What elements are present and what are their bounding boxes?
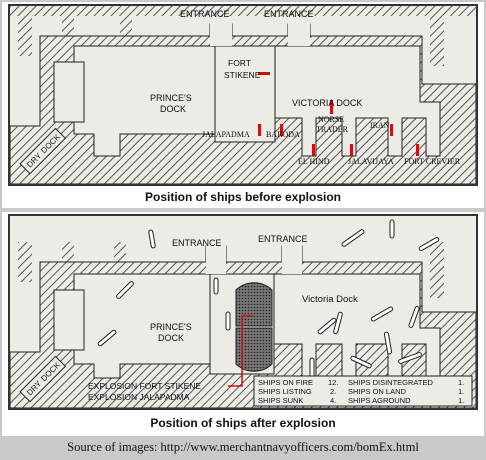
ship bbox=[213, 277, 219, 295]
label-fort-stikene-1: FORT bbox=[228, 58, 251, 68]
legend-value-sunk: 4. bbox=[330, 396, 336, 405]
label-baroda: BARODA bbox=[266, 130, 300, 139]
legend-value-on-land: 1. bbox=[458, 387, 464, 396]
bottom-panel: ENTRANCE ENTRANCE Victoria Dock PRINCE'S… bbox=[2, 212, 484, 436]
legend-value-fire: 12. bbox=[328, 378, 338, 387]
explosion-crater-north bbox=[235, 282, 273, 327]
ship bbox=[350, 355, 372, 369]
ship-el-hind-marker bbox=[312, 144, 315, 156]
ship bbox=[418, 237, 440, 251]
ship-fort-crevier-marker bbox=[416, 144, 419, 156]
ship-jalavijaya-marker bbox=[350, 144, 353, 156]
ship bbox=[333, 311, 343, 335]
north-pier-right bbox=[430, 14, 444, 66]
ship bbox=[398, 352, 422, 364]
label-entrance-left: ENTRANCE bbox=[172, 238, 222, 248]
ship bbox=[389, 219, 395, 239]
scattered-ships bbox=[97, 219, 440, 379]
label-norse-trader-1: NORSE bbox=[318, 115, 344, 124]
connecting-channel bbox=[214, 45, 276, 143]
label-el-hind: EL HIND bbox=[298, 157, 330, 166]
label-fort-stikene-2: STIKENE bbox=[224, 70, 261, 80]
bottom-map-svg: ENTRANCE ENTRANCE Victoria Dock PRINCE'S… bbox=[10, 219, 476, 408]
entrance-gap-left bbox=[210, 16, 232, 46]
label-princes-dock-1: PRINCE'S bbox=[150, 93, 192, 103]
ship bbox=[370, 306, 394, 322]
legend-label-fire: SHIPS ON FIRE bbox=[258, 378, 313, 387]
top-dock-map: ENTRANCE ENTRANCE FORT STIKENE PRINCE'S … bbox=[8, 4, 478, 186]
label-entrance-right: ENTRANCE bbox=[264, 9, 314, 19]
legend-label-listing: SHIPS LISTING bbox=[258, 387, 312, 396]
bottom-caption: Position of ships after explosion bbox=[150, 416, 336, 430]
legend: SHIPS ON FIRE 12. SHIPS LISTING 2. SHIPS… bbox=[253, 375, 473, 407]
explosion-crater-south bbox=[235, 327, 273, 372]
entrance-gap-right bbox=[288, 16, 310, 46]
explosion-pointer-line bbox=[228, 315, 254, 387]
ship bbox=[309, 357, 315, 379]
ship bbox=[116, 281, 134, 299]
victoria-dock-water bbox=[274, 45, 441, 157]
ship bbox=[341, 229, 365, 247]
ship bbox=[148, 229, 156, 249]
legend-label-sunk: SHIPS SUNK bbox=[258, 396, 303, 405]
ship bbox=[97, 329, 117, 347]
princes-dock-inner-basin bbox=[53, 61, 85, 123]
ship bbox=[225, 311, 231, 331]
label-iran: IRAN bbox=[370, 121, 390, 130]
north-pier-left bbox=[18, 242, 32, 282]
north-quay bbox=[10, 6, 476, 16]
entrance-gap-left bbox=[206, 242, 226, 274]
ship-norse-trader-marker bbox=[330, 100, 333, 114]
label-norse-trader-2: TRADER bbox=[316, 125, 349, 134]
label-victoria-dock: VICTORIA DOCK bbox=[292, 98, 362, 108]
top-panel: ENTRANCE ENTRANCE FORT STIKENE PRINCE'S … bbox=[2, 2, 484, 208]
label-princes-dock-2: DOCK bbox=[158, 333, 184, 343]
legend-label-disintegrated: SHIPS DISINTEGRATED bbox=[348, 378, 433, 387]
ship bbox=[317, 317, 337, 335]
legend-value-aground: 1. bbox=[458, 396, 464, 405]
legend-value-disintegrated: 1. bbox=[458, 378, 464, 387]
entrance-gap-right bbox=[282, 242, 302, 274]
label-explosion-2: EXPLOSION JALAPADMA bbox=[88, 392, 190, 402]
label-explosion-1: EXPLOSION FORT STIKENE bbox=[88, 381, 201, 391]
legend-label-aground: SHIPS AGROUND bbox=[348, 396, 411, 405]
ship bbox=[383, 331, 393, 355]
label-fort-crevier: FORT CREVIER bbox=[404, 157, 461, 166]
ship-baroda-marker bbox=[280, 124, 283, 136]
legend-value-listing: 2. bbox=[330, 387, 336, 396]
label-princes-dock-1: PRINCE'S bbox=[150, 322, 192, 332]
princes-dock-inner-basin bbox=[53, 289, 85, 351]
label-jalavijaya: JALAVIJAYA bbox=[348, 157, 394, 166]
north-pier-right bbox=[430, 242, 444, 298]
top-caption: Position of ships before explosion bbox=[144, 190, 342, 204]
label-entrance-right: ENTRANCE bbox=[258, 234, 308, 244]
ship-iran-marker bbox=[390, 124, 393, 136]
label-victoria-dock: Victoria Dock bbox=[302, 294, 358, 305]
legend-label-on-land: SHIPS ON LAND bbox=[348, 387, 407, 396]
ship-fort-stikene-marker bbox=[258, 72, 270, 75]
north-pier-left bbox=[18, 14, 32, 56]
ship-jalapadma-marker bbox=[258, 124, 261, 136]
ship bbox=[408, 306, 420, 328]
label-jalapadma: JALAPADMA bbox=[202, 130, 250, 139]
bottom-dock-map: ENTRANCE ENTRANCE Victoria Dock PRINCE'S… bbox=[8, 214, 478, 410]
source-credit: Source of images: http://www.merchantnav… bbox=[67, 440, 419, 454]
label-princes-dock-2: DOCK bbox=[160, 104, 186, 114]
top-map-svg: ENTRANCE ENTRANCE FORT STIKENE PRINCE'S … bbox=[10, 6, 476, 184]
label-entrance-left: ENTRANCE bbox=[180, 9, 230, 19]
